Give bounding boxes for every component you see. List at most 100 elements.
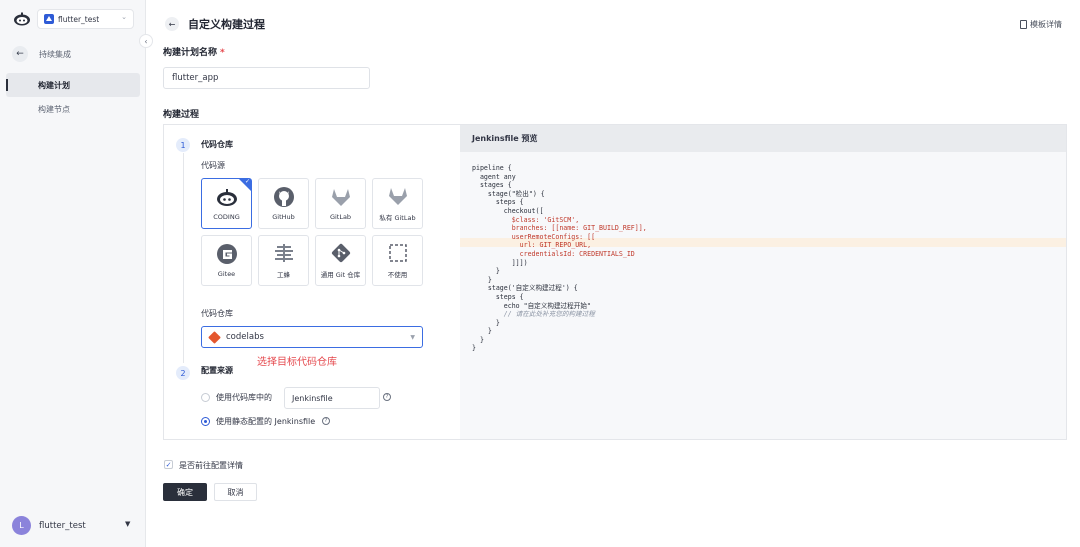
source-card-generic-git[interactable]: 通用 Git 仓库 [315,235,366,286]
code-line: } [472,335,484,344]
code-line: } [472,327,492,336]
radio-repo-label: 使用代码库中的 [216,393,272,402]
step-connector [183,153,184,363]
arrow-left-icon: ← [12,46,28,62]
code-line: stage('自定义构建过程') { [472,284,578,293]
code-line: checkout([ [472,206,544,215]
code-line: ]]]) [472,258,528,267]
code-line: url: GIT_REPO_URL, [472,241,592,250]
back-ci-label: 持续集成 [39,49,71,59]
source-card-label: 工蜂 [277,271,290,279]
repo-label: 代码仓库 [201,309,233,318]
step-number: 1 [176,138,190,152]
plan-name-input[interactable]: flutter_app [163,67,370,89]
plan-name-value: flutter_app [172,73,219,83]
build-process-label: 构建过程 [163,110,200,120]
sidebar-item-build-node[interactable]: 构建节点 [6,97,140,121]
sidebar-item-label: 构建节点 [38,104,70,114]
template-details-label: 模板详情 [1030,20,1062,29]
sidebar: flutter_test ⌄ ← 持续集成 构建计划 构建节点 L flutte… [0,0,146,547]
code-line: $class: 'GitSCM', [472,215,580,224]
code-line: agent any [472,172,516,181]
source-card-label: 通用 Git 仓库 [320,271,361,279]
code-line: steps { [472,198,524,207]
cancel-button[interactable]: 取消 [214,483,257,501]
source-card-label: GitHub [272,213,295,221]
git-icon [331,243,350,263]
source-card-label: GitLab [329,213,352,221]
code-line: branches: [[name: GIT_BUILD_REF]], [472,224,647,233]
source-card-label: 不使用 [387,271,408,279]
jenkinsfile-path-input[interactable]: Jenkinsfile [284,387,380,409]
source-card-gitlab[interactable]: GitLab [315,178,366,229]
jenkinsfile-path-value: Jenkinsfile [292,393,333,403]
code-line: } [472,267,500,276]
source-card-github[interactable]: GitHub [258,178,309,229]
radio-static-label: 使用静态配置的 Jenkinsfile [216,417,316,426]
dashed-box-icon [388,244,407,262]
coding-icon [216,189,237,206]
highlighted-line [460,238,1066,247]
jenkinsfile-code: pipeline { agent any stages { stage("检出"… [472,164,647,353]
sidebar-item-build-plan[interactable]: 构建计划 [6,73,140,97]
selected-corner [239,179,251,191]
radio-static-jenkinsfile[interactable] [201,417,210,426]
preview-title: Jenkinsfile 预览 [460,125,1066,152]
code-line: pipeline { [472,164,512,172]
collapse-sidebar-button[interactable]: ‹ [139,34,153,48]
repo-select[interactable]: codelabs ▼ [201,326,423,348]
repo-value: codelabs [226,332,264,342]
code-line: credentialsId: CREDENTIALS_ID [472,249,635,258]
caret-down-icon: ▼ [125,520,131,528]
source-card-label: 私有 GitLab [379,214,416,222]
github-icon [273,187,294,207]
code-line: steps { [472,292,524,301]
goto-details-checkbox[interactable]: ✓ [164,460,173,469]
plan-name-label: 构建计划名称* [163,45,225,58]
source-card-gongfeng[interactable]: 工蜂 [258,235,309,286]
code-line: } [472,275,492,284]
radio-repo-jenkinsfile[interactable] [201,393,210,402]
help-icon[interactable]: ? [322,417,330,425]
sidebar-item-label: 构建计划 [38,80,70,90]
project-selector[interactable]: flutter_test ⌄ [37,9,134,29]
code-line: stage("检出") { [472,189,545,198]
code-line: stages { [472,181,512,190]
document-icon [1020,20,1027,29]
main-content: ← 自定义构建过程 模板详情 构建计划名称* flutter_app 构建过程 … [146,0,1080,547]
source-card-coding[interactable]: ✓ CODING [201,178,252,229]
source-card-label: Gitee [217,270,236,278]
gongfeng-icon [274,244,293,262]
avatar: L [12,516,31,535]
jenkinsfile-preview: Jenkinsfile 预览 pipeline { agent any stag… [460,125,1066,439]
coding-logo-icon[interactable] [12,12,32,26]
template-details-link[interactable]: 模板详情 [1020,19,1062,30]
code-line: userRemoteConfigs: [[ [472,232,596,241]
code-source-label: 代码源 [201,161,225,170]
code-line: echo "自定义构建过程开始" [472,301,591,310]
step-title-repo: 代码仓库 [201,140,233,149]
gitlab-icon [331,189,350,206]
step-number: 2 [176,366,190,380]
confirm-button[interactable]: 确定 [163,483,207,501]
code-line: // 请在此处补充您的构建过程 [472,310,595,319]
source-card-gitee[interactable]: Gitee [201,235,252,286]
code-line: } [472,344,476,353]
caret-down-icon: ▼ [410,334,415,341]
code-line: } [472,318,500,327]
back-to-ci[interactable]: ← 持续集成 [12,46,71,62]
page-title: 自定义构建过程 [188,18,265,31]
git-repo-icon [208,330,221,344]
project-icon [44,14,54,24]
user-menu[interactable]: L flutter_test ▼ [12,516,130,535]
help-icon[interactable]: ? [383,393,391,401]
step-title-config: 配置来源 [201,366,233,375]
required-mark: * [220,48,225,58]
check-icon: ✓ [244,178,250,185]
gitee-icon [216,244,237,264]
back-button[interactable]: ← [165,17,179,31]
plan-name-label-text: 构建计划名称 [163,48,218,58]
chevron-down-icon: ⌄ [121,13,127,21]
source-card-none[interactable]: 不使用 [372,235,423,286]
source-card-private-gitlab[interactable]: 私有 GitLab [372,178,423,229]
